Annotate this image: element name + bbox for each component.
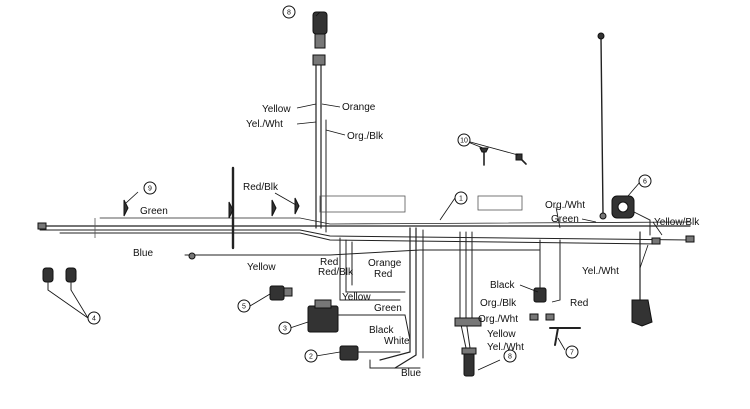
central-harness xyxy=(339,227,482,377)
label-blue-left: Blue xyxy=(133,248,153,259)
svg-text:8: 8 xyxy=(287,10,291,17)
wire-labels: Yellow Orange Yel./Wht Org./Blk Red/Blk … xyxy=(133,102,700,379)
callout-10: 10 xyxy=(457,133,471,147)
callout-1: 1 xyxy=(454,191,468,205)
callouts: 1 2 3 4 5 6 7 8 8 9 10 xyxy=(87,5,652,363)
main-harness xyxy=(37,217,695,260)
label-blue-lower: Blue xyxy=(401,368,421,379)
label-yellow-lower: Yellow xyxy=(342,292,371,303)
leader-lines xyxy=(47,11,663,371)
vertical-harness-top xyxy=(312,11,328,233)
svg-text:5: 5 xyxy=(242,304,246,311)
label-green-lower: Green xyxy=(374,303,402,314)
callout-7: 7 xyxy=(565,345,579,359)
callout-3: 3 xyxy=(278,321,292,335)
callout-5: 5 xyxy=(237,299,251,313)
svg-text:1: 1 xyxy=(459,196,463,203)
label-red-mid2: Red xyxy=(374,269,392,280)
svg-text:7: 7 xyxy=(570,350,574,357)
callout-6: 6 xyxy=(638,174,652,188)
label-orange-mid: Orange xyxy=(368,258,402,269)
callout-8-top: 8 xyxy=(282,5,296,19)
plugs-4 xyxy=(42,267,77,291)
label-black-right: Black xyxy=(490,280,515,291)
label-red-blk-left: Red/Blk xyxy=(243,182,279,193)
svg-text:8: 8 xyxy=(508,354,512,361)
label-org-wht-center: Org./Wht xyxy=(478,314,518,325)
connector-8-top xyxy=(312,11,328,35)
label-yellow-center: Yellow xyxy=(487,329,516,340)
screws-10 xyxy=(479,147,527,166)
callout-8-bottom: 8 xyxy=(503,349,517,363)
right-vertical-wire xyxy=(597,32,607,220)
label-white-lower: White xyxy=(384,336,410,347)
label-org-blk-center: Org./Blk xyxy=(480,298,517,309)
svg-text:9: 9 xyxy=(148,186,152,193)
callout-2: 2 xyxy=(304,349,318,363)
label-red-mid: Red xyxy=(320,257,338,268)
label-org-wht-right: Org./Wht xyxy=(545,200,585,211)
label-orange-top: Orange xyxy=(342,102,376,113)
connector-2 xyxy=(339,345,421,369)
label-yellow-top: Yellow xyxy=(262,104,291,115)
label-yel-wht-right: Yel./Wht xyxy=(582,266,619,277)
clips-9 xyxy=(123,197,300,219)
label-yel-wht-center: Yel./Wht xyxy=(487,342,524,353)
label-org-blk-top: Org./Blk xyxy=(347,131,384,142)
svg-text:3: 3 xyxy=(283,326,287,333)
label-yellow-mid: Yellow xyxy=(247,262,276,273)
label-yellow-blk-right: Yellow/Blk xyxy=(654,217,700,228)
label-red-blk-mid: Red/Blk xyxy=(318,267,354,278)
connector-8-bottom xyxy=(463,351,475,377)
label-green-left: Green xyxy=(140,206,168,217)
svg-text:4: 4 xyxy=(92,316,96,323)
label-green-right: Green xyxy=(551,214,579,225)
connector-5 xyxy=(269,285,293,301)
svg-text:6: 6 xyxy=(643,179,647,186)
reference-shapes xyxy=(94,195,523,238)
component-6 xyxy=(611,195,651,236)
svg-text:10: 10 xyxy=(460,138,468,145)
right-drop-component xyxy=(631,231,653,327)
module-3 xyxy=(307,299,411,341)
callout-4: 4 xyxy=(87,311,101,325)
label-yel-wht-top: Yel./Wht xyxy=(246,119,283,130)
label-red-right: Red xyxy=(570,298,588,309)
callout-9: 9 xyxy=(143,181,157,195)
svg-text:2: 2 xyxy=(309,354,313,361)
center-right-components xyxy=(529,239,581,346)
label-black-lower: Black xyxy=(369,325,394,336)
